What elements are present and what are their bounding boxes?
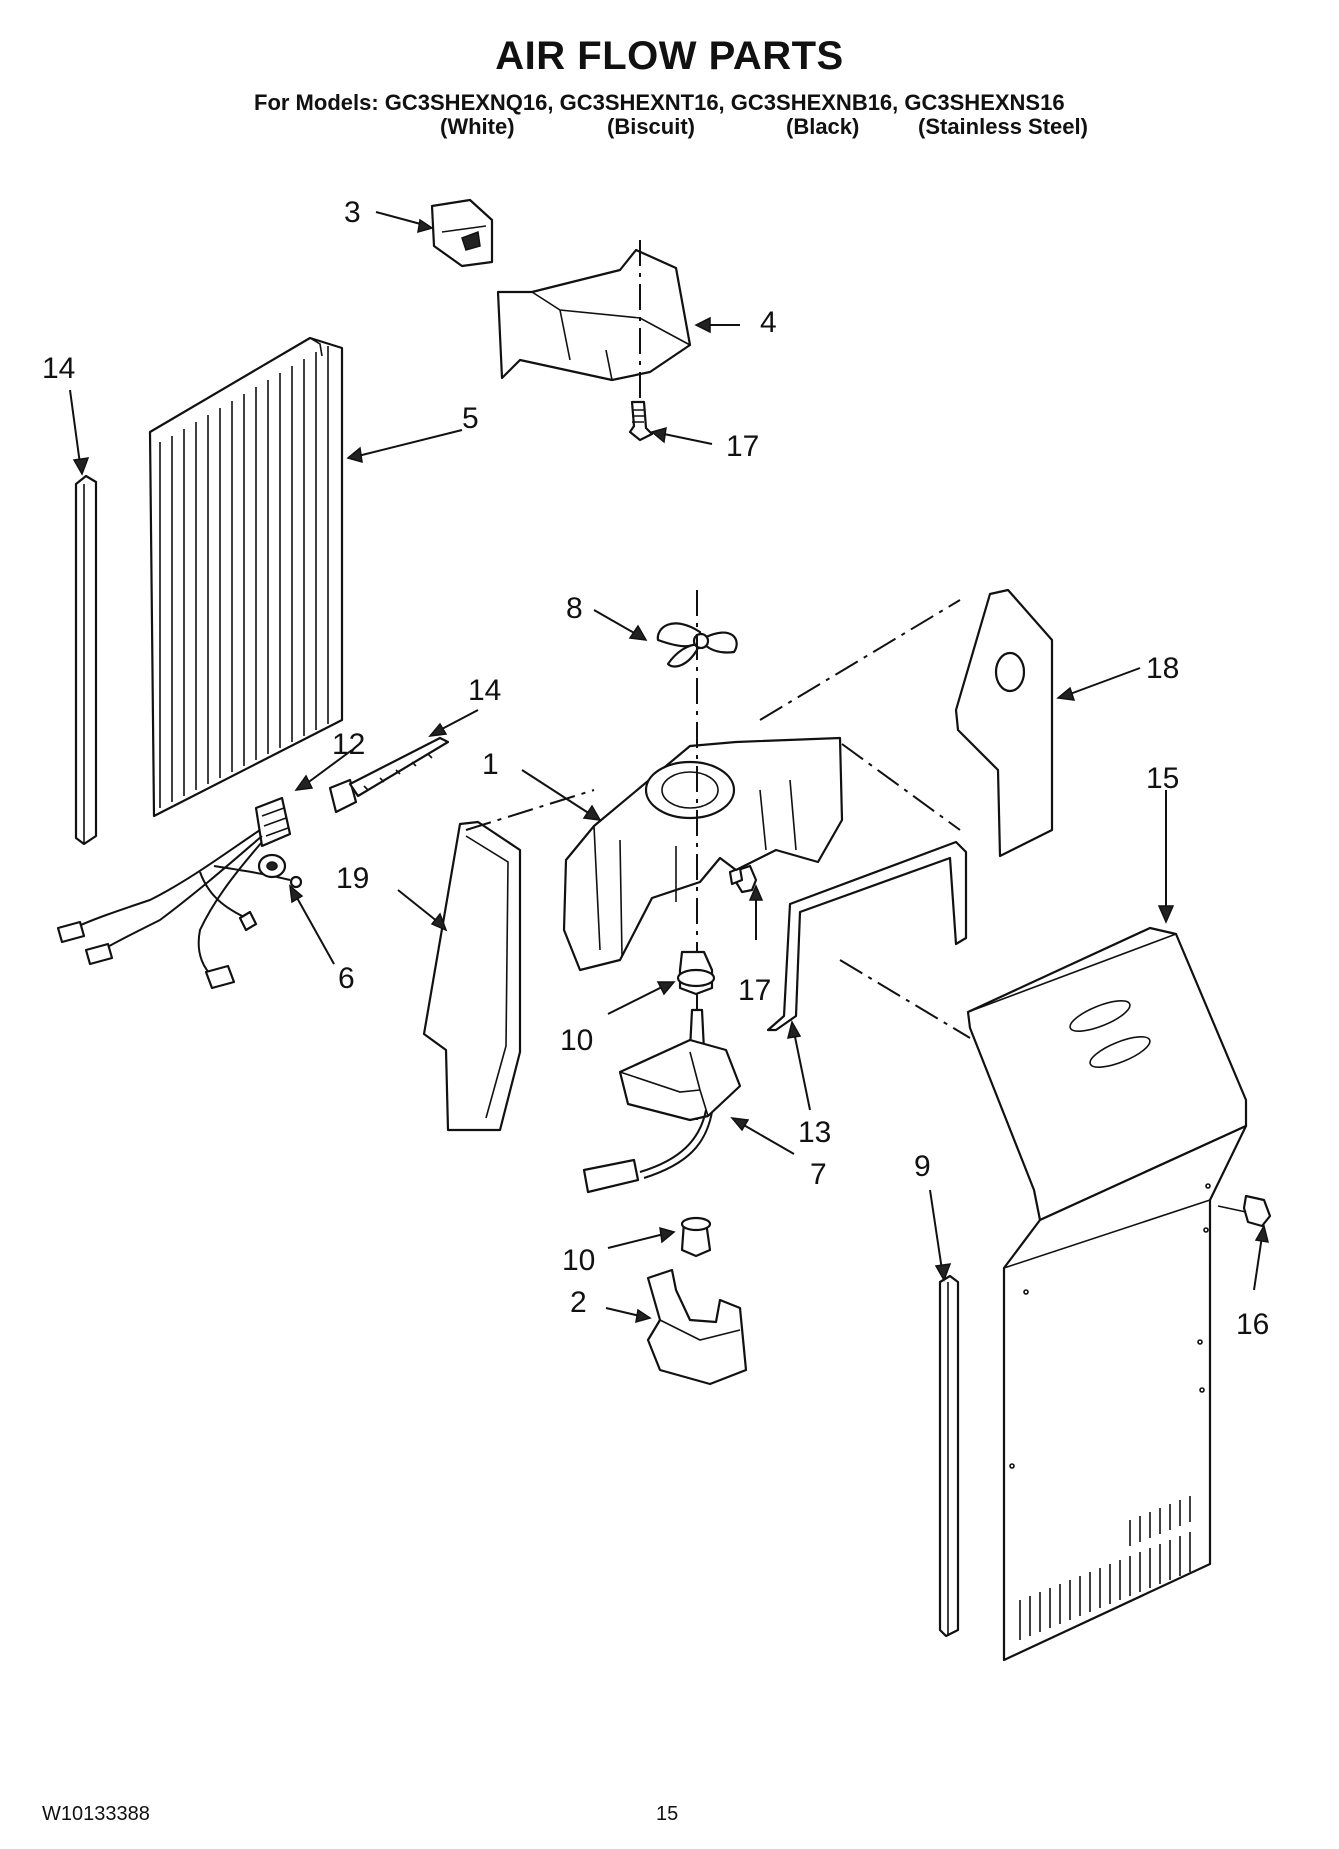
part-10-motor-mount-bottom	[680, 1216, 712, 1258]
part-6-grommet	[257, 853, 287, 879]
part-17-screw-top	[628, 400, 654, 442]
part-2-motor-bracket	[646, 1268, 748, 1386]
part-12-wire-harness	[56, 796, 303, 990]
callout-13: 13	[798, 1116, 831, 1149]
page-title: AIR FLOW PARTS	[495, 34, 844, 78]
callout-10-top: 10	[560, 1024, 593, 1057]
callout-3: 3	[344, 196, 361, 229]
part-1-fan-housing	[562, 736, 844, 972]
part-13-fan-bracket	[766, 840, 968, 1032]
variant-white: (White)	[440, 114, 515, 139]
callout-4: 4	[760, 306, 777, 339]
callout-10-bottom: 10	[562, 1244, 595, 1277]
callout-15: 15	[1146, 762, 1179, 795]
part-18-insulation-right	[954, 588, 1054, 858]
alignment-lines	[465, 599, 971, 1039]
vent-slots	[1019, 1496, 1191, 1640]
part-14-gasket-strip-left	[74, 474, 98, 846]
part-5-evaporator-cover	[148, 336, 344, 818]
callout-1: 1	[482, 748, 499, 781]
part-3-damper-control	[430, 198, 494, 268]
variant-black: (Black)	[786, 114, 860, 139]
callout-14-strip: 14	[42, 352, 75, 385]
leader-lines	[69, 211, 1270, 1324]
callout-labels: 3 4 14 5 17 8 18 14 12 1 15 19 6 17 10 1…	[42, 196, 1269, 1341]
variant-stainless-steel: (Stainless Steel)	[918, 114, 1088, 139]
callout-2: 2	[570, 1286, 587, 1319]
callout-12: 12	[332, 728, 365, 761]
variant-biscuit: (Biscuit)	[607, 114, 695, 139]
part-9-gasket-strip-right	[938, 1274, 960, 1638]
callout-19: 19	[336, 862, 369, 895]
callout-5: 5	[462, 402, 479, 435]
part-14-cable-tie	[328, 736, 450, 814]
callout-17-middle: 17	[738, 974, 771, 1007]
part-4-air-diffuser	[496, 240, 692, 412]
callout-14-tie: 14	[468, 674, 501, 707]
part-15-divider-cover	[966, 926, 1248, 1662]
callout-8: 8	[566, 592, 583, 625]
part-16-screw	[1205, 1183, 1272, 1228]
part-7-fan-motor	[582, 1008, 742, 1194]
part-17-screw-middle	[728, 864, 758, 894]
callout-9: 9	[914, 1150, 931, 1183]
callout-6: 6	[338, 962, 355, 995]
page-number: 15	[656, 1803, 679, 1825]
callout-7: 7	[810, 1158, 827, 1191]
models-line: For Models: GC3SHEXNQ16, GC3SHEXNT16, GC…	[254, 90, 1065, 115]
callout-18: 18	[1146, 652, 1179, 685]
callout-16: 16	[1236, 1308, 1269, 1341]
callout-17-top: 17	[726, 430, 759, 463]
part-19-insulation-left	[422, 820, 522, 1132]
part-10-motor-mount-top	[676, 950, 716, 996]
document-number: W10133388	[42, 1803, 150, 1825]
